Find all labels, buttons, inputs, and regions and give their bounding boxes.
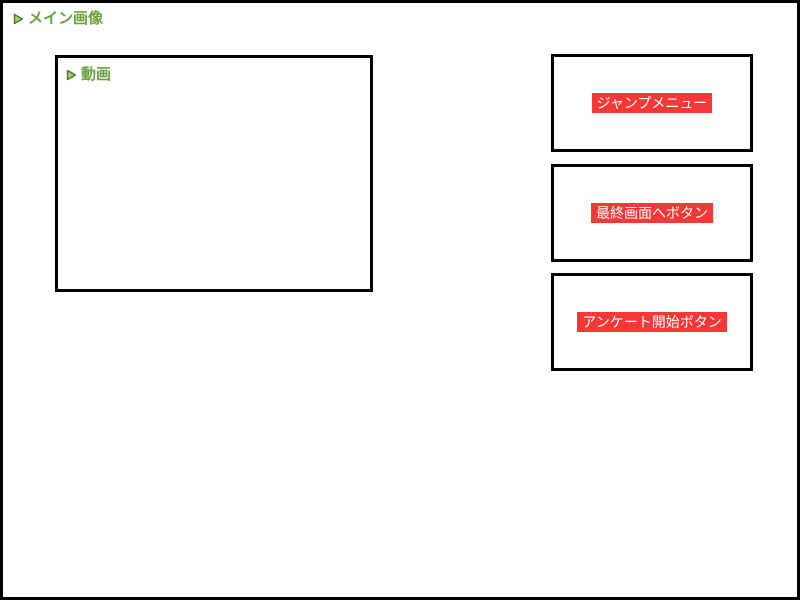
final-screen-button[interactable]: 最終画面へボタン	[591, 202, 713, 224]
video-label: 動画	[81, 66, 112, 83]
video-placeholder-box: 動画	[55, 55, 373, 292]
survey-start-box: アンケート開始ボタン	[551, 273, 753, 371]
main-image-label: メイン画像	[28, 10, 104, 27]
video-heading: 動画	[66, 67, 111, 82]
jump-menu-button[interactable]: ジャンプメニュー	[591, 92, 713, 114]
main-image-heading: メイン画像	[13, 11, 103, 26]
triangle-right-icon	[13, 13, 24, 24]
jump-menu-box: ジャンプメニュー	[551, 54, 753, 152]
final-screen-box: 最終画面へボタン	[551, 164, 753, 262]
survey-start-button[interactable]: アンケート開始ボタン	[577, 311, 727, 333]
triangle-right-icon	[66, 69, 77, 80]
